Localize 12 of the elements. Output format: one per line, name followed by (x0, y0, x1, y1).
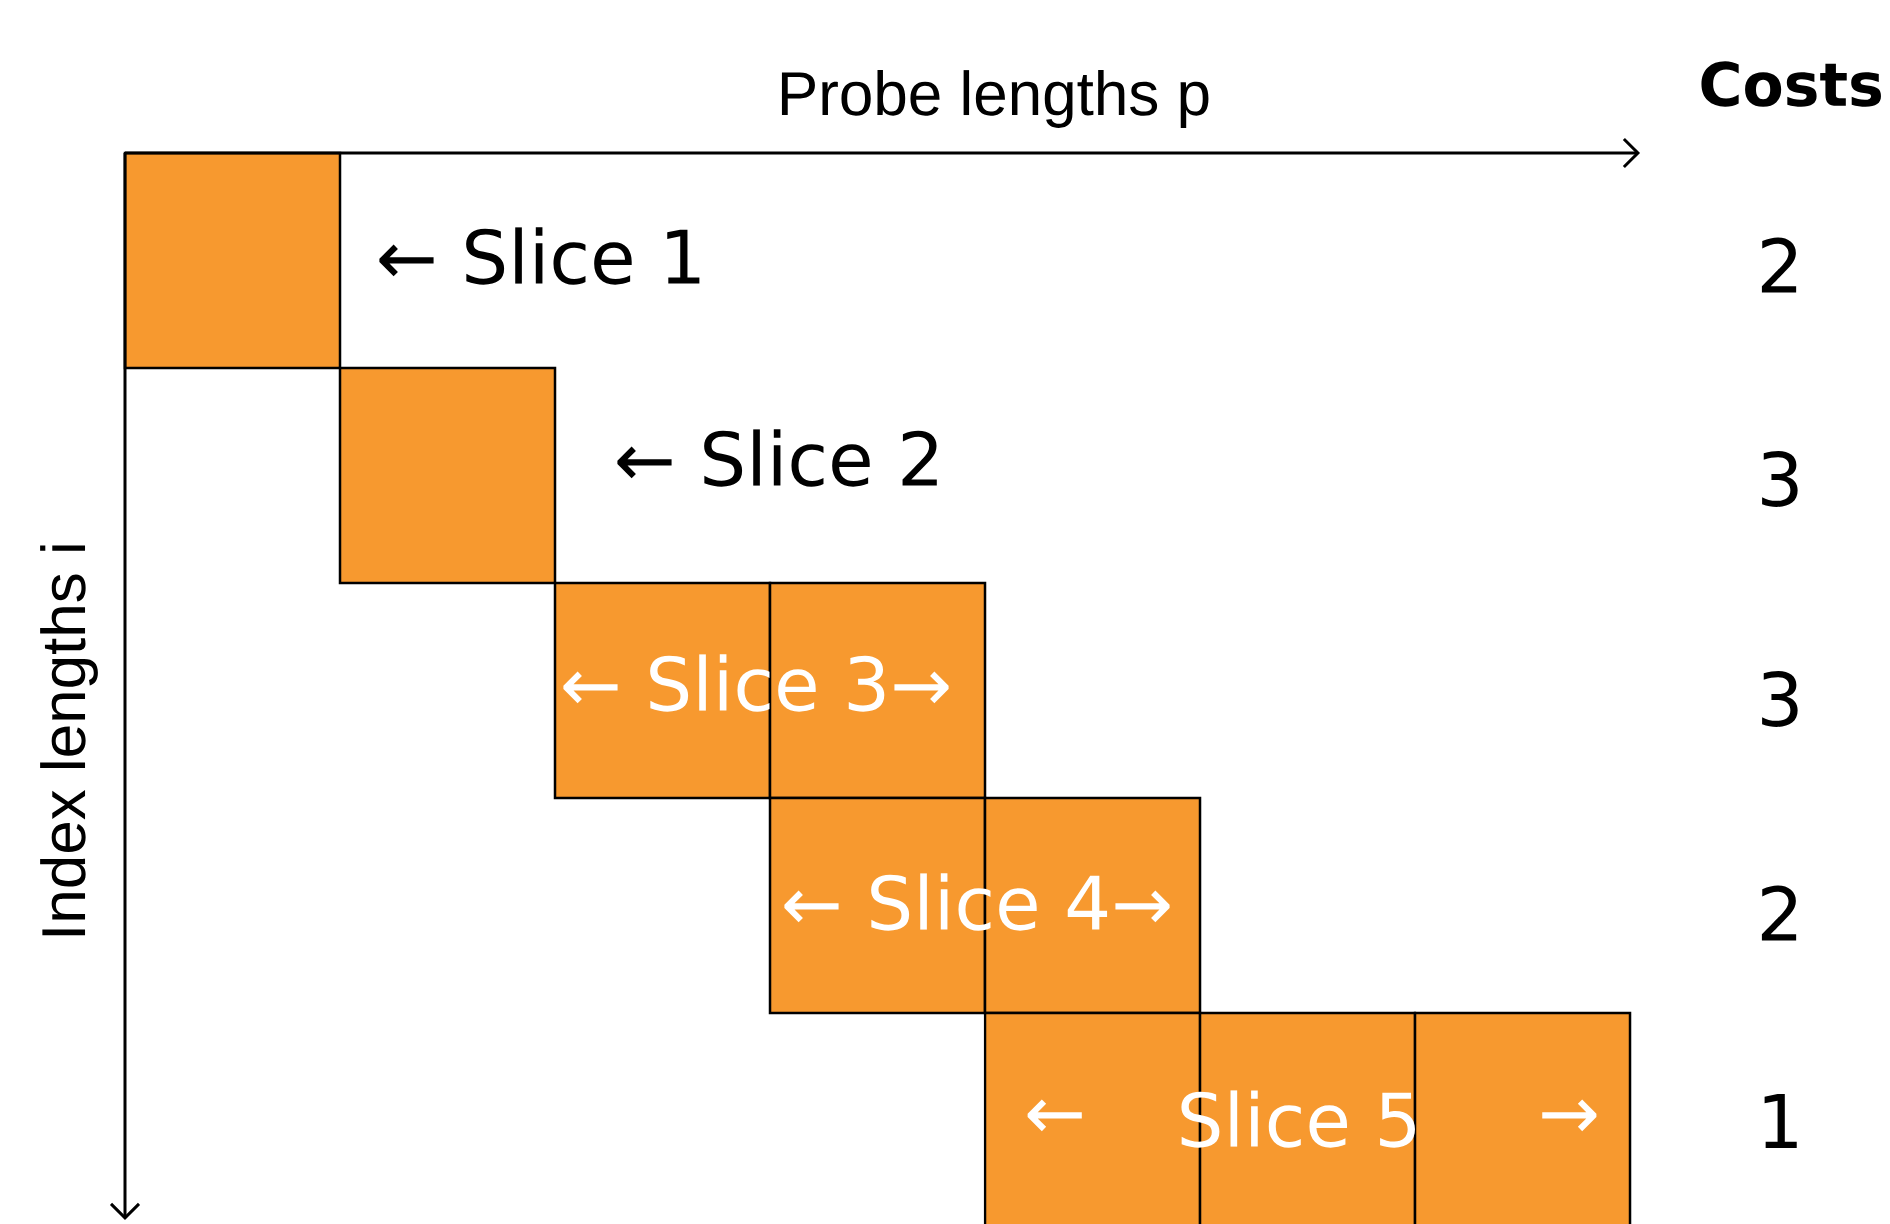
cost-value: 1 (1764, 1094, 1797, 1148)
axis-label: Probe lengths p (781, 70, 1209, 128)
slice-label: ← Slice 1 (379, 227, 700, 285)
cost-value: 2 (1761, 885, 1797, 941)
cost-value: 3 (1762, 451, 1798, 507)
cost-value: 2 (1761, 237, 1797, 293)
slice-label: ← Slice 2 (617, 429, 937, 487)
cost-value: 3 (1762, 671, 1798, 727)
arrow-symbol: ← (1027, 1099, 1082, 1132)
arrow-symbol: → (1542, 1099, 1597, 1132)
axis-label: Index lengths i (40, 545, 98, 936)
column-header: Costs (1701, 61, 1881, 107)
